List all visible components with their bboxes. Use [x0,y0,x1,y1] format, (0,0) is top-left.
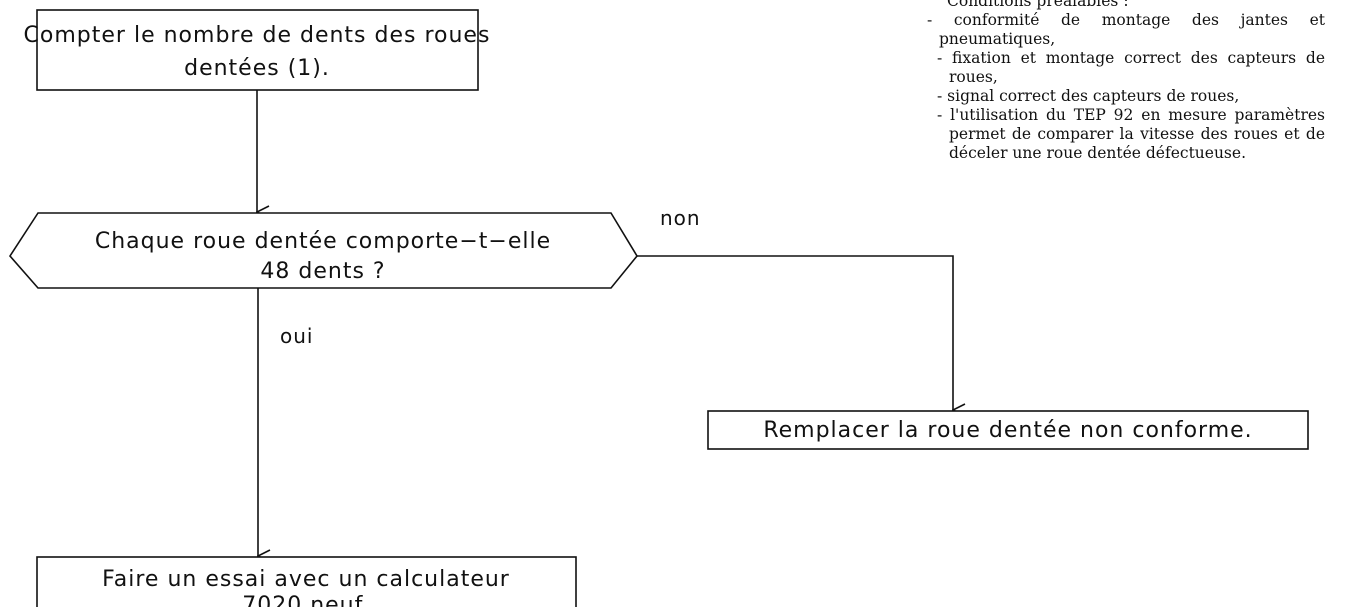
action-replace-wheel-box [707,410,1309,450]
preconditions-notes: Conditions préalables : - conformité de … [927,0,1325,163]
action-test-calculator-line1: Faire un essai avec un calculateur [102,567,510,592]
preconditions-item: - signal correct des capteurs de roues, [937,87,1240,105]
decision-48-teeth-line2: 48 dents ? [260,259,385,284]
action-replace-wheel-text: Remplacer la roue dentée non conforme. [763,418,1252,443]
connector-no-branch [637,255,953,410]
preconditions-item: - l'utilisation du TEP 92 en mesure para… [937,106,1325,162]
decision-48-teeth-shape [8,212,638,289]
preconditions-title: Conditions préalables : [947,0,1129,10]
preconditions-item: - conformité de montage des jantes et pn… [927,11,1325,48]
step-count-teeth-line1: Compter le nombre de dents des roues [24,23,491,48]
action-test-calculator-box [36,556,577,607]
step-count-teeth-box [36,9,479,91]
step-count-teeth-line2: dentées (1). [184,56,330,81]
branch-no-label: non [660,206,701,230]
action-test-calculator-line2: 7020 neuf. [242,593,370,607]
decision-48-teeth-line1: Chaque roue dentée comporte−t−elle [95,229,551,254]
preconditions-item: - fixation et montage correct des capteu… [937,49,1325,86]
branch-yes-label: oui [280,324,313,348]
